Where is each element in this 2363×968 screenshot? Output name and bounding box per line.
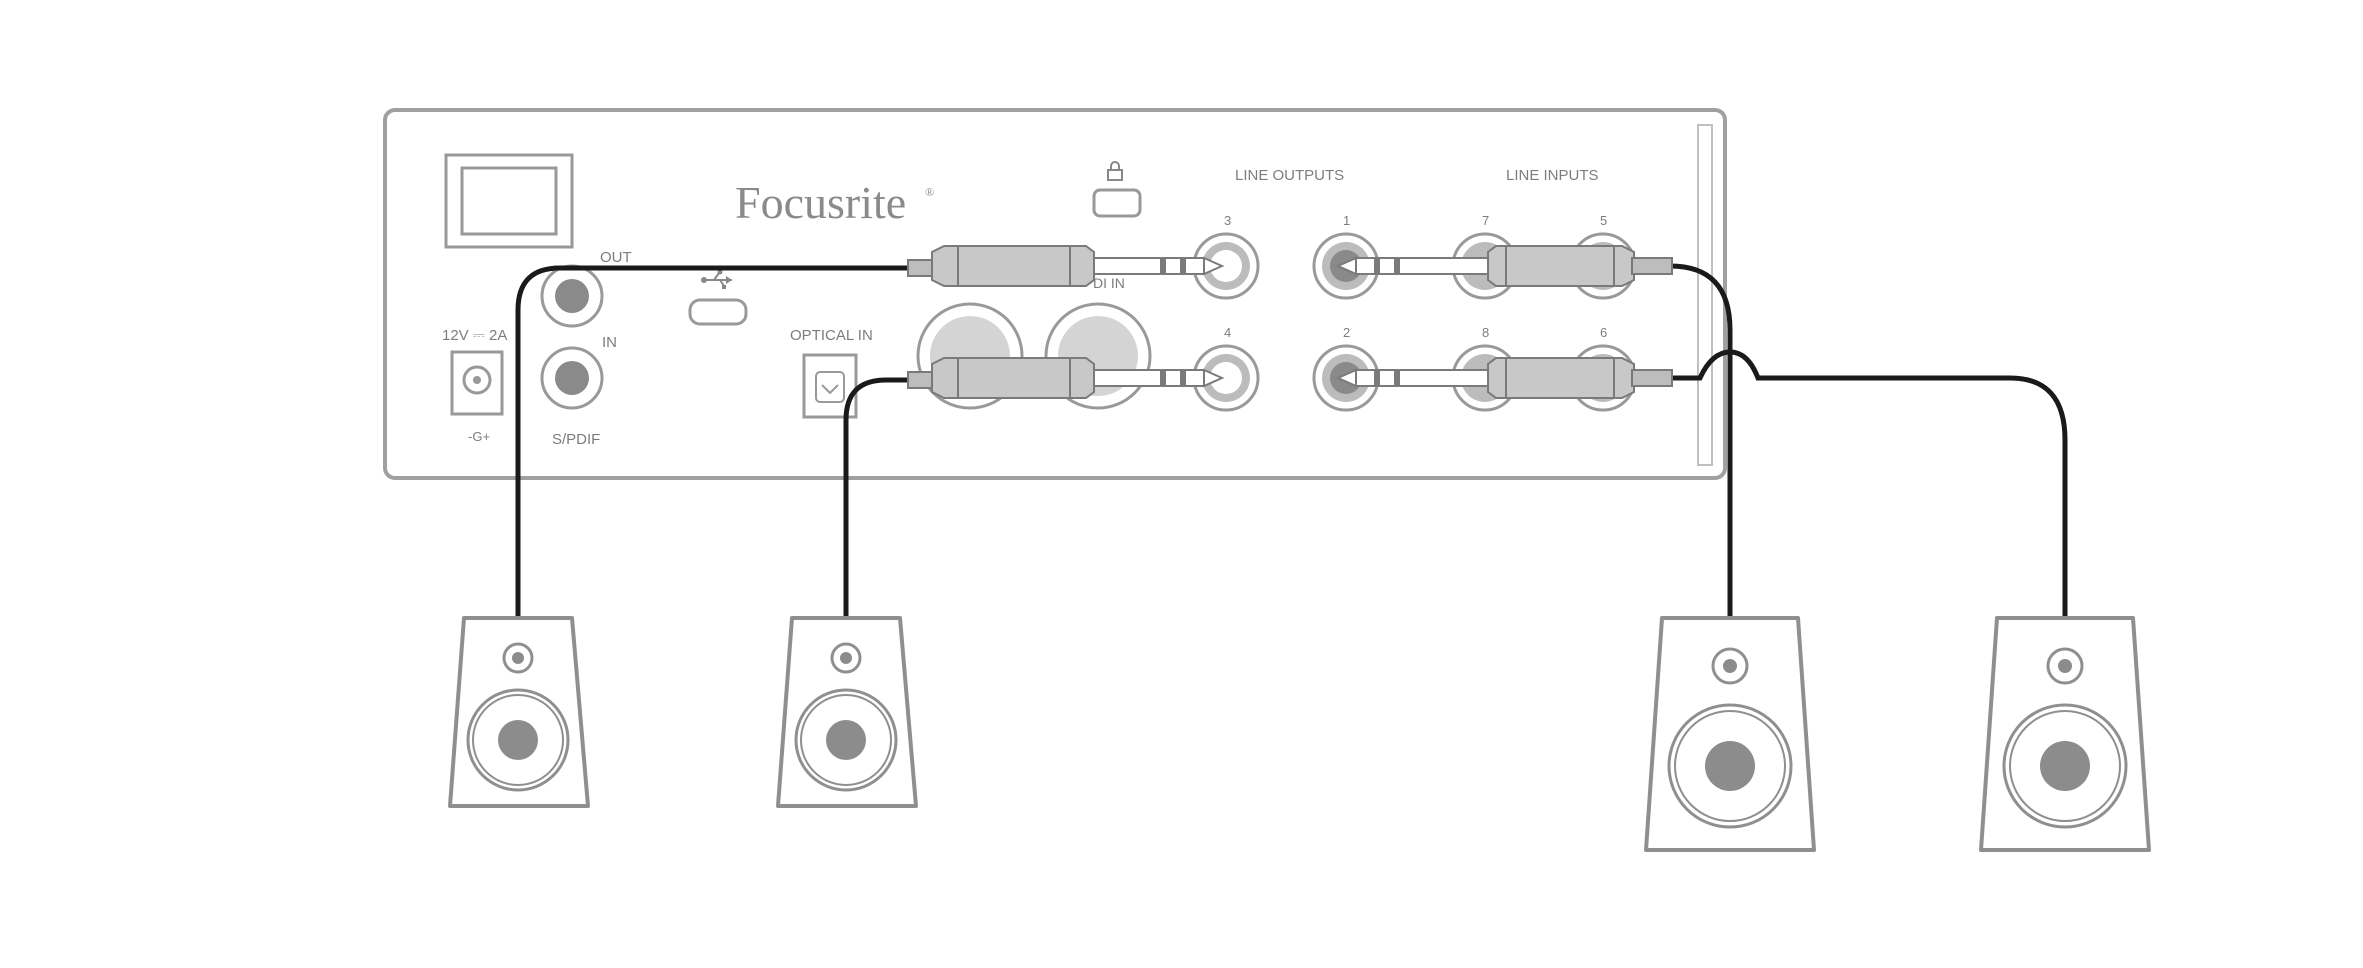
spdif-in-label: IN bbox=[602, 334, 617, 351]
line-inputs-label: LINE INPUTS bbox=[1506, 167, 1599, 184]
cable-output-4 bbox=[843, 377, 913, 621]
jack-plug-input-2-to-6 bbox=[1335, 357, 1673, 399]
tweeter-icon bbox=[2046, 647, 2084, 685]
spdif-label: S/PDIF bbox=[552, 431, 600, 448]
speaker-2 bbox=[776, 616, 918, 808]
line-output-jack-4[interactable] bbox=[1192, 344, 1260, 412]
speaker-4 bbox=[1979, 616, 2151, 852]
jack-number-5: 5 bbox=[1600, 213, 1607, 228]
brand-logo: Focusrite bbox=[735, 177, 906, 228]
power-input-jack[interactable] bbox=[450, 350, 504, 416]
audio-interface-rear-panel: Focusrite ® LINE OUTPUTS LINE INPUTS OUT… bbox=[383, 108, 1727, 480]
line-outputs-label: LINE OUTPUTS bbox=[1235, 167, 1344, 184]
jack-number-3: 3 bbox=[1224, 213, 1231, 228]
cable-output-6 bbox=[1667, 349, 2068, 621]
tweeter-icon bbox=[502, 642, 534, 674]
jack-plug-input-1-to-5 bbox=[1335, 245, 1673, 287]
kensington-lock-icon bbox=[1107, 161, 1123, 181]
tweeter-icon bbox=[830, 642, 862, 674]
woofer-icon bbox=[466, 688, 570, 792]
usb-c-port[interactable] bbox=[688, 298, 748, 326]
brand-registered-mark: ® bbox=[925, 185, 934, 199]
jack-number-6: 6 bbox=[1600, 325, 1607, 340]
jack-number-8: 8 bbox=[1482, 325, 1489, 340]
woofer-icon bbox=[1667, 703, 1793, 829]
jack-number-1: 1 bbox=[1343, 213, 1350, 228]
jack-plug-output-4 bbox=[907, 357, 1225, 399]
usb-icon bbox=[701, 269, 732, 289]
speaker-cables bbox=[515, 263, 2068, 621]
woofer-icon bbox=[2002, 703, 2128, 829]
jack-number-4: 4 bbox=[1224, 325, 1231, 340]
cable-output-5 bbox=[1667, 263, 1733, 621]
power-rating-label: 12V ⎓ 2A bbox=[442, 327, 507, 344]
jack-number-7: 7 bbox=[1482, 213, 1489, 228]
line-output-jack-3[interactable] bbox=[1192, 232, 1260, 300]
tweeter-icon bbox=[1711, 647, 1749, 685]
cable-output-3 bbox=[515, 265, 913, 621]
speaker-1 bbox=[448, 616, 590, 808]
spdif-out-label: OUT bbox=[600, 249, 632, 266]
spdif-out-jack[interactable] bbox=[540, 264, 604, 328]
jack-plug-output-3 bbox=[907, 245, 1225, 287]
spdif-in-jack[interactable] bbox=[540, 346, 604, 410]
jack-number-2: 2 bbox=[1343, 325, 1350, 340]
midi-in-label: DI IN bbox=[1093, 275, 1125, 291]
power-polarity-label: -G+ bbox=[468, 429, 490, 444]
speaker-3 bbox=[1644, 616, 1816, 852]
optical-in-label: OPTICAL IN bbox=[790, 327, 873, 344]
kensington-lock-slot[interactable] bbox=[1092, 188, 1142, 218]
power-switch[interactable] bbox=[444, 153, 574, 249]
woofer-icon bbox=[794, 688, 898, 792]
